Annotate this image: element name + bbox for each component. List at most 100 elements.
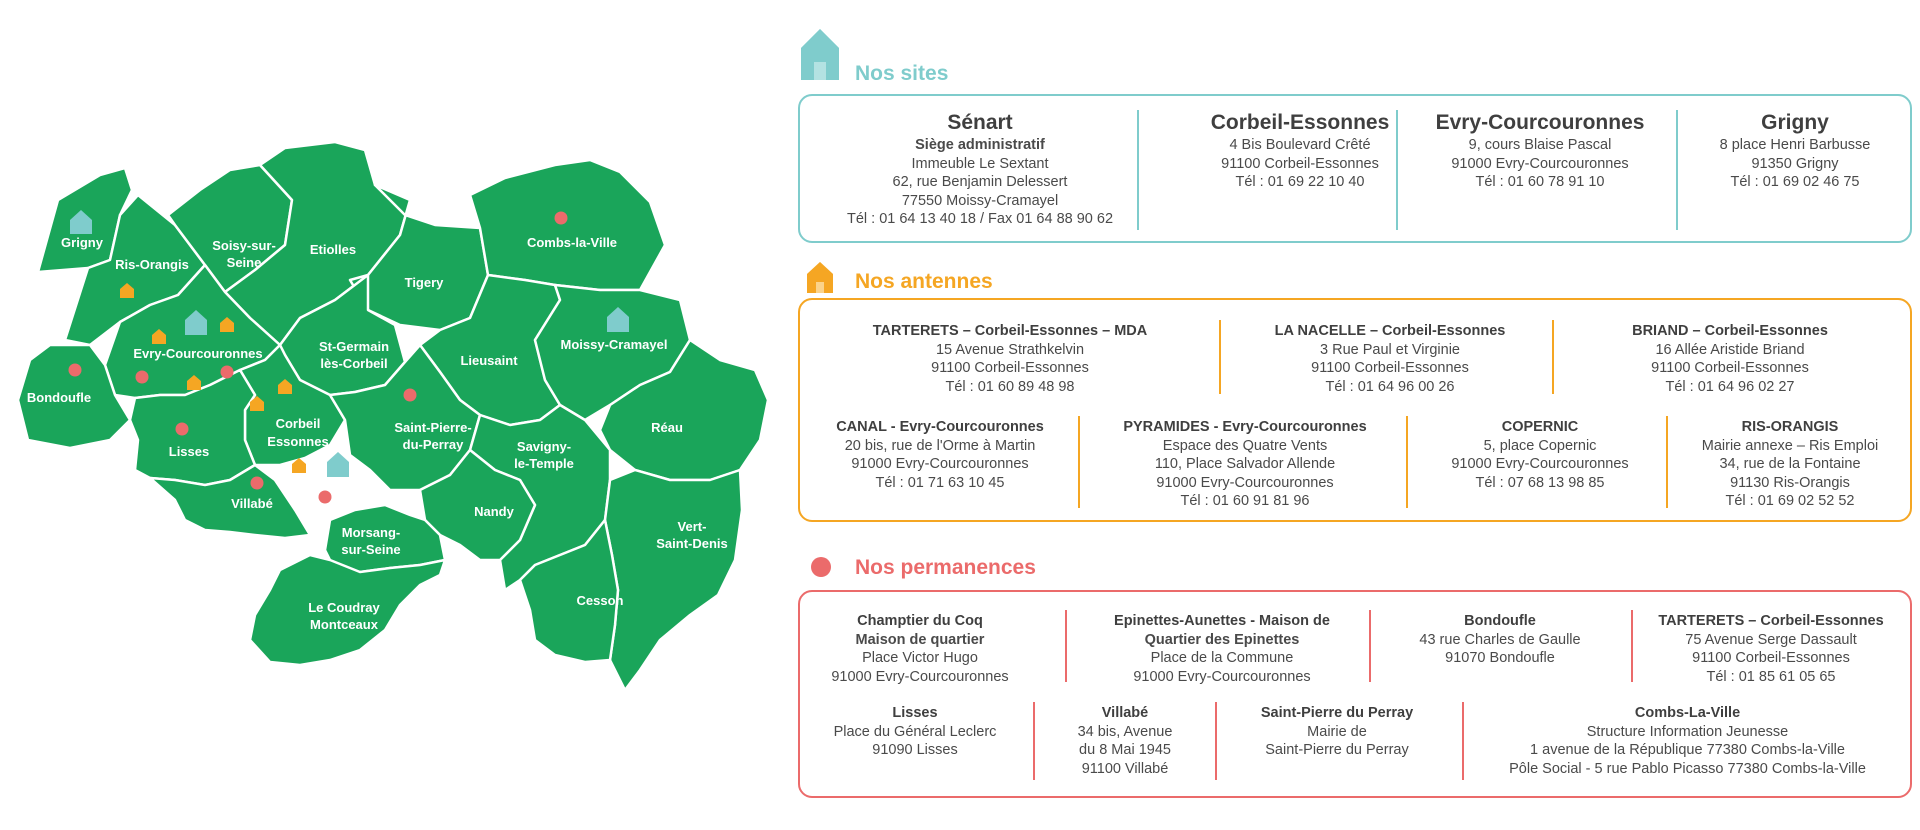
label-coudray-1: Le Coudray (308, 600, 380, 615)
permanence-dot-corbeil (318, 490, 332, 504)
divider (1462, 702, 1464, 780)
antenne-line: 16 Allée Aristide Briand (1655, 341, 1805, 358)
site-house-icon-grigny (70, 210, 92, 234)
permanence-name: Lisses (892, 705, 938, 721)
site-line: 77550 Moissy-Cramayel (901, 192, 1059, 209)
permanence-dot-lisses (175, 422, 189, 436)
permanence-line: Maison de quartier (855, 631, 985, 648)
permanence-name: Champtier du Coq (857, 613, 983, 629)
antennes-title: Nos antennes (855, 270, 993, 293)
permanence-line: 91090 Lisses (872, 742, 958, 758)
label-st-germain-1: St-Germain (319, 339, 389, 354)
antenne-house-icon-ris (120, 283, 134, 298)
antenne-line: Tél : 01 64 96 02 27 (1665, 378, 1795, 395)
site-name: Evry-Courcouronnes (1435, 111, 1645, 134)
site-line: 91000 Evry-Courcouronnes (1451, 155, 1629, 172)
label-saint-pierre-2: du-Perray (403, 437, 464, 452)
permanence-combs-la-ville: Combs-La-Ville Structure Information Jeu… (1470, 704, 1905, 778)
antenne-line: Tél : 01 60 91 81 96 (1180, 493, 1310, 509)
site-grigny: Grigny 8 place Henri Barbusse 91350 Grig… (1690, 110, 1900, 192)
permanence-villabe: Villabé 34 bis, Avenue du 8 Mai 1945 911… (1040, 704, 1210, 778)
label-bondoufle: Bondoufle (27, 390, 91, 405)
label-moissy-cramayel: Moissy-Cramayel (561, 337, 668, 352)
permanence-line: Quartier des Epinettes (1144, 631, 1300, 648)
label-coudray-2: Montceaux (310, 617, 379, 632)
label-lieusaint: Lieusaint (460, 353, 518, 368)
label-vert-1: Vert- (678, 519, 707, 534)
divider (1396, 110, 1398, 230)
permanences-title: Nos permanences (855, 556, 1036, 579)
label-etiolles: Etiolles (310, 242, 356, 257)
divider (1406, 416, 1408, 508)
commune-cesson[interactable] (518, 518, 620, 664)
site-corbeil-essonnes: Corbeil-Essonnes 4 Bis Boulevard Crêté 9… (1150, 110, 1450, 192)
antenne-house-icon-corbeil-2 (278, 379, 292, 394)
commune-vert-saint-denis[interactable] (603, 468, 744, 692)
commune-saint-pierre-du-perray[interactable] (328, 343, 482, 492)
commune-tigery[interactable] (348, 183, 490, 332)
antenne-canal: CANAL - Evry-Courcouronnes 20 bis, rue d… (810, 418, 1070, 492)
antenne-house-icon-evry-2 (220, 317, 234, 332)
map-markers (68, 210, 629, 504)
antenne-line: Tél : 01 60 89 48 98 (945, 378, 1075, 395)
divider (1552, 320, 1554, 394)
permanence-tarterets: TARTERETS – Corbeil-Essonnes 75 Avenue S… (1640, 612, 1902, 686)
permanence-dot-evry-2 (220, 365, 234, 379)
antenne-name: BRIAND – Corbeil-Essonnes (1632, 323, 1828, 339)
site-line: 91100 Corbeil-Essonnes (1221, 155, 1379, 172)
permanence-line: 91100 Corbeil-Essonnes (1692, 650, 1850, 666)
antenne-line: 91130 Ris-Orangis (1730, 474, 1850, 491)
permanence-line: Structure Information Jeunesse (1586, 723, 1789, 740)
antenne-line: Espace des Quatre Vents (1162, 437, 1328, 454)
permanence-line: du 8 Mai 1945 (1079, 742, 1171, 758)
permanence-name: TARTERETS – Corbeil-Essonnes (1658, 613, 1884, 629)
label-nandy: Nandy (474, 504, 515, 519)
permanence-line: 91000 Evry-Courcouronnes (1133, 668, 1311, 685)
permanence-line: Place Victor Hugo (862, 650, 978, 666)
label-vert-2: Saint-Denis (656, 536, 728, 551)
divider (1078, 416, 1080, 508)
antenne-line: 91000 Evry-Courcouronnes (1451, 456, 1629, 472)
divider (1676, 110, 1678, 230)
antenne-name: PYRAMIDES - Evry-Courcouronnes (1123, 419, 1367, 435)
commune-labels: Grigny Ris-Orangis Soisy-sur- Seine Etio… (27, 235, 728, 632)
sites-title: Nos sites (855, 62, 949, 85)
site-house-icon-corbeil (327, 452, 349, 477)
permanence-saint-pierre-du-perray: Saint-Pierre du Perray Mairie de Saint-P… (1222, 704, 1452, 760)
label-villabe: Villabé (231, 496, 273, 511)
permanence-line: 91100 Villabé (1081, 760, 1169, 777)
site-house-icon-evry (185, 310, 207, 335)
site-evry-courcouronnes: Evry-Courcouronnes 9, cours Blaise Pasca… (1410, 110, 1670, 192)
commune-villabe[interactable] (148, 463, 312, 540)
site-line: 9, cours Blaise Pascal (1468, 137, 1612, 153)
divider (1369, 610, 1371, 682)
site-line: 91350 Grigny (1751, 155, 1839, 172)
commune-combs-la-ville[interactable] (468, 158, 667, 292)
label-combs-la-ville: Combs-la-Ville (527, 235, 617, 250)
antenne-briand: BRIAND – Corbeil-Essonnes 16 Allée Arist… (1570, 322, 1890, 396)
antenne-line: 91000 Evry-Courcouronnes (1156, 474, 1334, 491)
permanence-line: 43 rue Charles de Gaulle (1419, 631, 1581, 648)
site-line: Tél : 01 69 22 10 40 (1235, 174, 1365, 190)
permanence-name: Bondoufle (1464, 613, 1536, 629)
site-line: Tél : 01 60 78 91 10 (1475, 174, 1605, 190)
label-reau: Réau (651, 420, 683, 435)
permanence-line: 75 Avenue Serge Dassault (1685, 631, 1857, 648)
sites-box: Sénart Siège administratif Immeuble Le S… (798, 94, 1912, 243)
permanence-champtier-du-coq: Champtier du Coq Maison de quartier Plac… (810, 612, 1030, 686)
commune-bondoufle[interactable] (16, 343, 132, 450)
permanence-line: 1 avenue de la République 77380 Combs-la… (1530, 742, 1845, 758)
antenne-name: RIS-ORANGIS (1741, 419, 1839, 435)
permanence-dot-combs (554, 211, 568, 225)
commune-le-coudray-montceaux[interactable] (248, 553, 447, 667)
permanence-line: Pôle Social - 5 rue Pablo Picasso 77380 … (1509, 760, 1866, 777)
label-morsang-2: sur-Seine (341, 542, 400, 557)
site-name: Sénart (947, 111, 1013, 134)
permanence-name: Combs-La-Ville (1634, 705, 1741, 721)
antenne-line: 3 Rue Paul et Virginie (1320, 341, 1460, 358)
label-evry-courcouronnes: Evry-Courcouronnes (133, 346, 262, 361)
antenne-name: COPERNIC (1501, 419, 1579, 435)
label-morsang-1: Morsang- (342, 525, 401, 540)
antenne-house-icon-corbeil-1 (250, 396, 264, 411)
permanence-epinettes-aunettes: Epinettes-Aunettes - Maison de Quartier … (1072, 612, 1372, 686)
